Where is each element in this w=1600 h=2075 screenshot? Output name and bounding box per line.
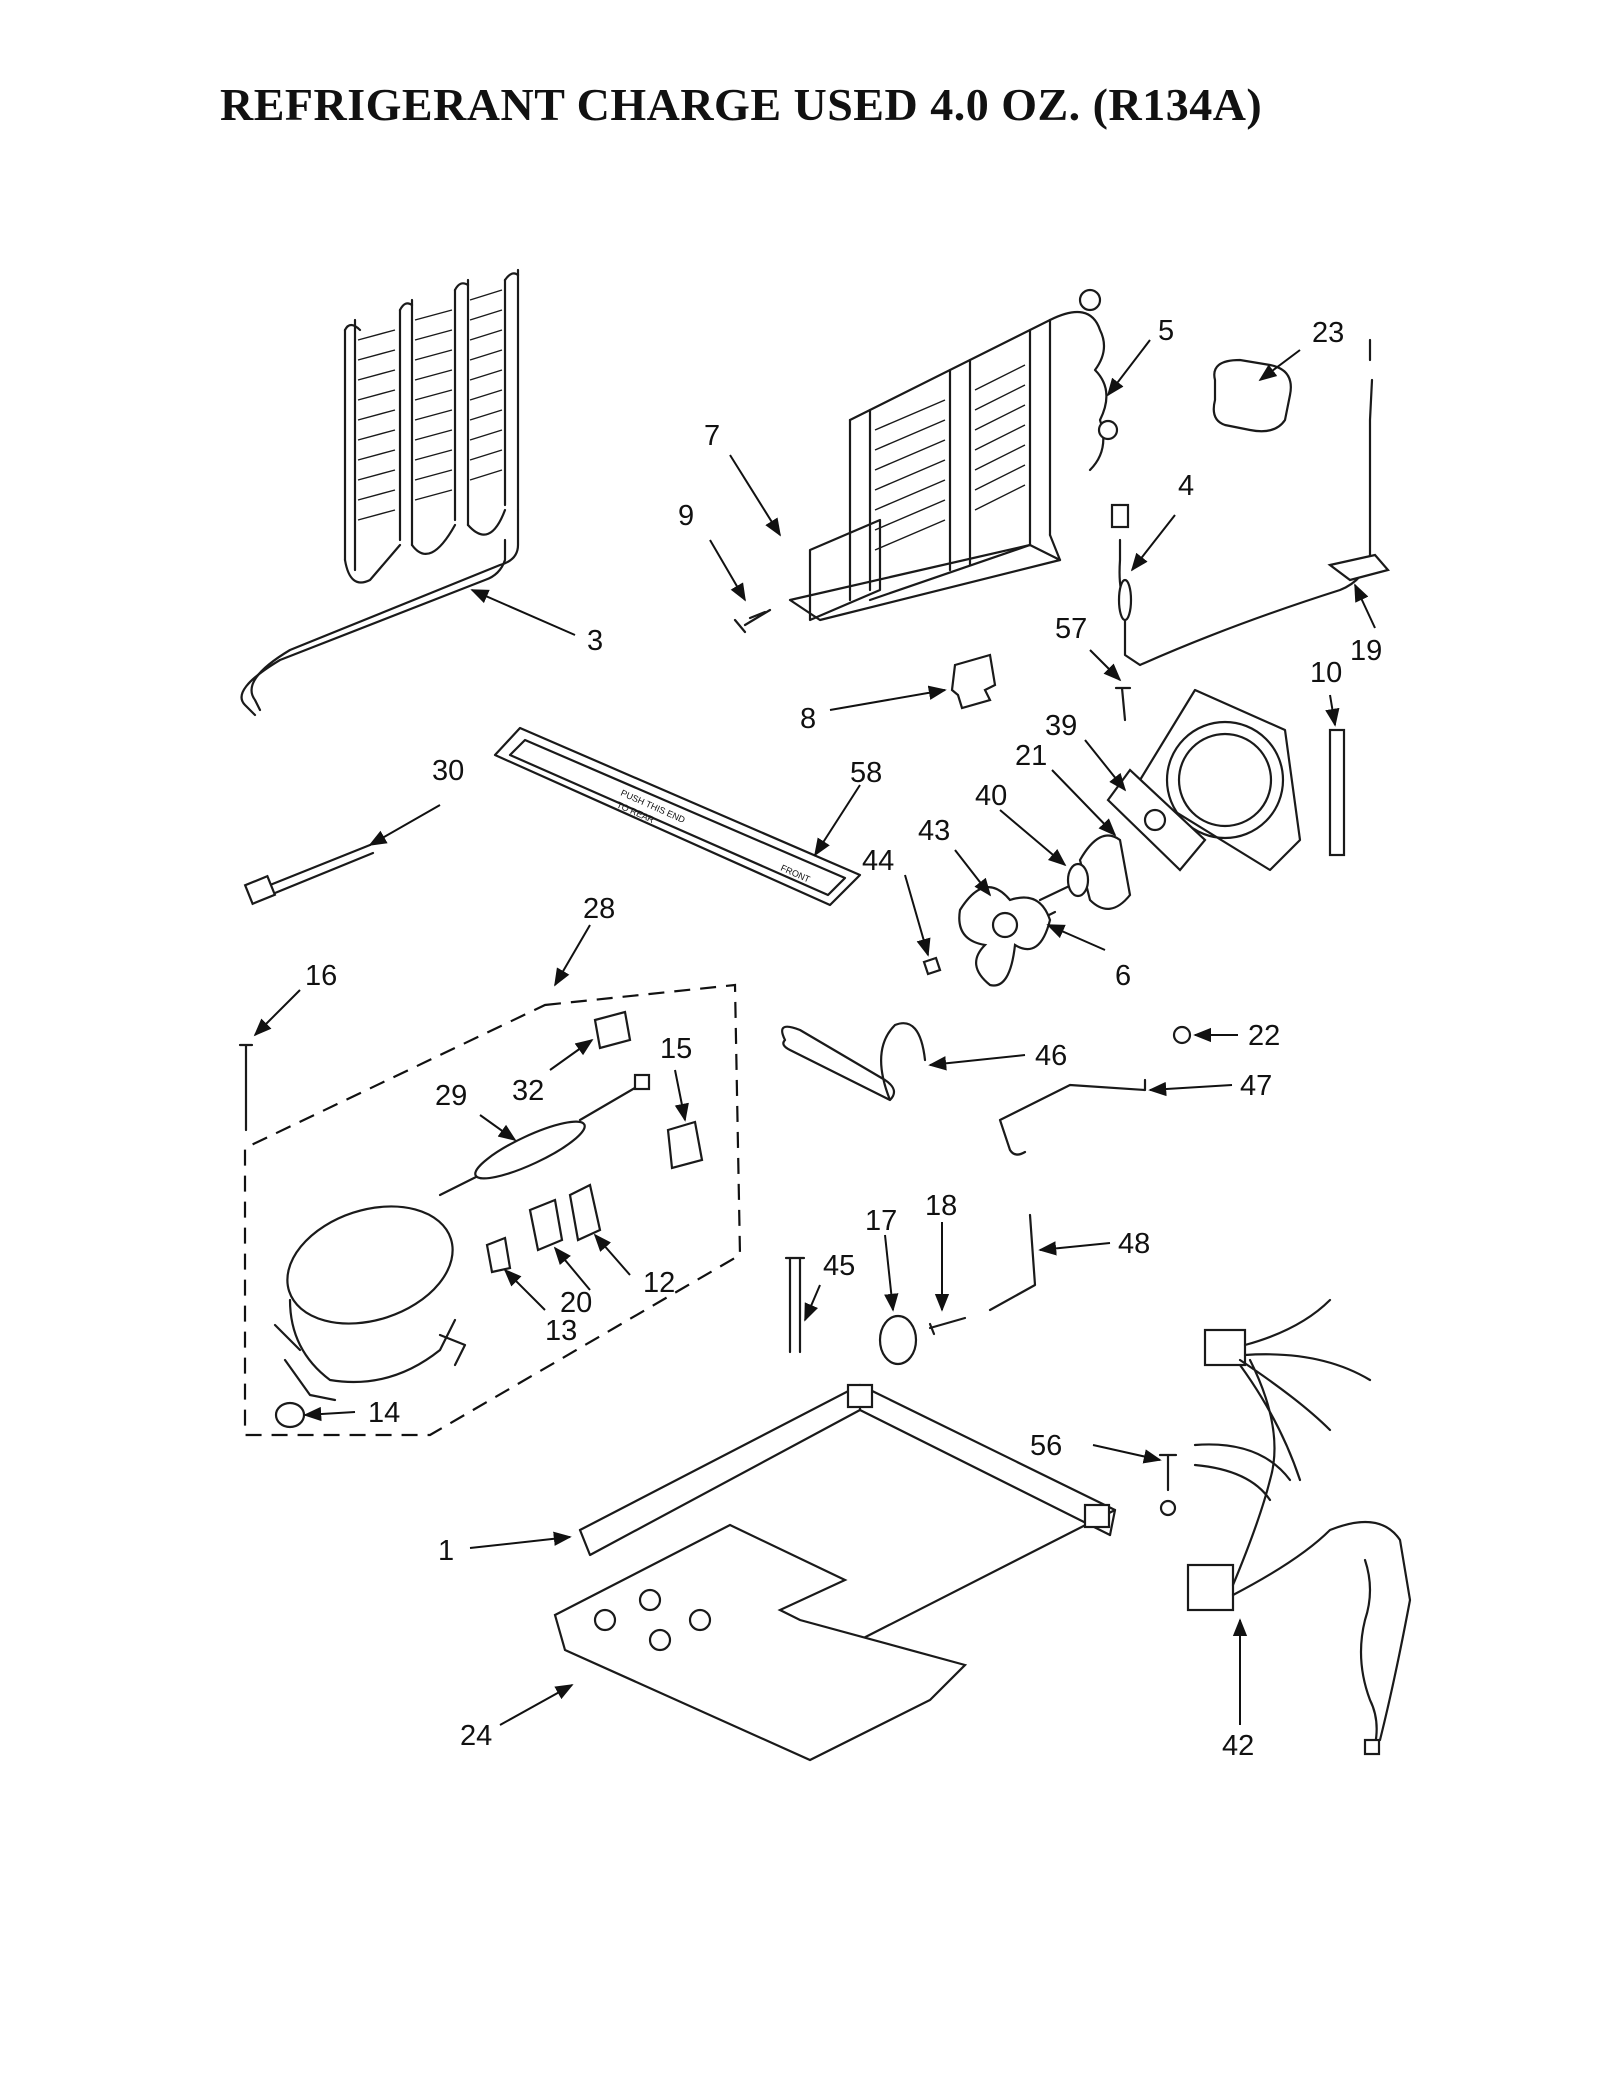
part-19-clip	[1327, 553, 1390, 582]
part-58-drain-pan: PUSH THIS END TO REAR FRONT	[493, 726, 862, 907]
part-16-screw	[238, 1043, 254, 1132]
callout-23: 23	[1312, 317, 1344, 349]
callout-56: 56	[1030, 1430, 1062, 1462]
callout-17: 17	[865, 1205, 897, 1237]
callout-57: 57	[1055, 613, 1087, 645]
callout-7: 7	[704, 420, 720, 452]
callout-4: 4	[1178, 470, 1194, 502]
callout-42: 42	[1222, 1730, 1254, 1762]
part-22-nut	[1172, 1025, 1192, 1045]
callout-47: 47	[1240, 1070, 1272, 1102]
callout-1: 1	[438, 1535, 454, 1567]
part-4-connector	[1110, 503, 1130, 529]
part-46-retainer	[781, 1022, 927, 1102]
callout-5: 5	[1158, 315, 1174, 347]
callout-16: 16	[305, 960, 337, 992]
part-1-base-frame	[578, 1383, 1117, 1652]
part-13-cover	[485, 1236, 512, 1274]
callout-18: 18	[925, 1190, 957, 1222]
callout-32: 32	[512, 1075, 544, 1107]
part-42-wire-harness	[1186, 1298, 1412, 1756]
evaporator-coil	[788, 288, 1119, 622]
part-44-clip	[922, 956, 942, 976]
callout-29: 29	[435, 1080, 467, 1112]
callout-46: 46	[1035, 1040, 1067, 1072]
callout-20: 20	[560, 1287, 592, 1319]
callout-44: 44	[862, 845, 894, 877]
diagram-title: REFRIGERANT CHARGE USED 4.0 OZ. (R134A)	[220, 79, 1263, 130]
callout-15: 15	[660, 1033, 692, 1065]
callout-numbers: 3 5 23 4 7 9 19 57 10 39 21 40 43 44 6 8…	[305, 315, 1382, 1762]
part-32-relay	[593, 1010, 632, 1050]
callout-21: 21	[1015, 740, 1047, 772]
part-17-roller	[878, 1314, 918, 1366]
part-45-pin	[784, 1256, 806, 1354]
callout-19: 19	[1350, 635, 1382, 667]
condenser-coil	[240, 268, 520, 717]
part-10-strip	[1328, 728, 1346, 857]
callout-12: 12	[643, 1267, 675, 1299]
part-14-grommet	[274, 1401, 306, 1429]
part-30-cable-tie	[243, 843, 375, 906]
callout-8: 8	[800, 703, 816, 735]
callout-45: 45	[823, 1250, 855, 1282]
part-12-overload	[568, 1183, 602, 1242]
compressor	[273, 1205, 467, 1402]
part-28-kit-outline	[243, 983, 742, 1437]
callout-22: 22	[1248, 1020, 1280, 1052]
callout-6: 6	[1115, 960, 1131, 992]
part-20-start-device	[528, 1198, 564, 1252]
part-4-sensor	[1117, 578, 1133, 622]
callout-14: 14	[368, 1397, 400, 1429]
part-23-cover	[1212, 358, 1292, 433]
part-24-base-plate	[553, 1523, 968, 1762]
callout-58: 58	[850, 757, 882, 789]
part-43-fan-blade	[958, 886, 1052, 987]
part-48-rod	[988, 1213, 1037, 1312]
part-8-bracket	[950, 653, 997, 710]
callout-39: 39	[1045, 710, 1077, 742]
part-18-axle	[928, 1316, 967, 1336]
part-29-drier	[438, 1073, 651, 1197]
callout-48: 48	[1118, 1228, 1150, 1260]
callout-40: 40	[975, 780, 1007, 812]
callout-30: 30	[432, 755, 464, 787]
callout-10: 10	[1310, 657, 1342, 689]
callout-13: 13	[545, 1315, 577, 1347]
callout-43: 43	[918, 815, 950, 847]
part-47-rod	[998, 1078, 1147, 1156]
callout-24: 24	[460, 1720, 492, 1752]
part-9-screw	[733, 608, 772, 634]
callout-28: 28	[583, 893, 615, 925]
callout-9: 9	[678, 500, 694, 532]
part-57-screw	[1114, 686, 1132, 722]
part-40-fan-motor	[1038, 834, 1132, 910]
part-15-overload	[666, 1120, 704, 1170]
callout-3: 3	[587, 625, 603, 657]
part-56-screw	[1158, 1453, 1178, 1492]
part-56-washer	[1159, 1499, 1177, 1517]
leader-lines	[253, 339, 1376, 1726]
